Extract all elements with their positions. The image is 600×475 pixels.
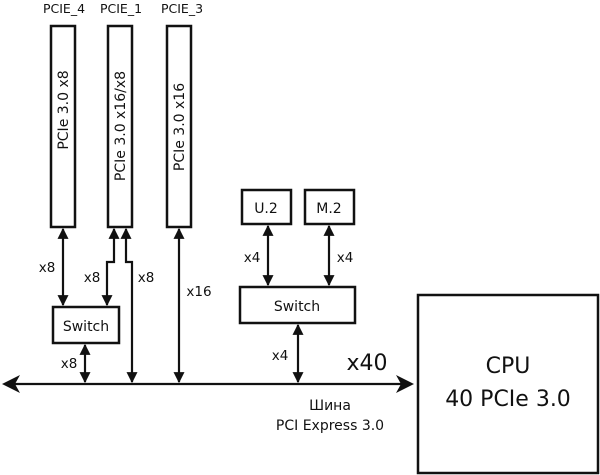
link-u2-switch-label: x4 (244, 250, 261, 266)
device-m2-label: M.2 (316, 201, 341, 217)
slot-spec-pcie1: PCIe 3.0 x16/x8 (113, 71, 129, 181)
slot-pcie3 (165, 24, 193, 229)
switch-left-label: Switch (63, 319, 109, 335)
link-pcie3-bus-label: x16 (186, 284, 211, 300)
link-m2-switch-label: x4 (337, 250, 354, 266)
bus-label-line1: Шина (309, 398, 351, 414)
link-switch-left-bus-label: x8 (61, 356, 78, 372)
switch-right (238, 285, 357, 325)
slot-label-pcie1: PCIE_1 (100, 1, 142, 16)
link-pcie1-bus-label: x8 (138, 270, 155, 286)
link-pcie1-switch (101, 227, 120, 307)
slot-label-pcie3: PCIE_3 (161, 1, 203, 16)
switch-right-label: Switch (274, 299, 320, 315)
device-u2-label: U.2 (254, 201, 278, 217)
switch-left (51, 305, 121, 345)
device-m2 (303, 188, 356, 226)
bus-total-label: x40 (346, 351, 387, 376)
device-u2 (240, 188, 293, 226)
slot-pcie4 (49, 24, 77, 229)
slot-label-pcie4: PCIE_4 (43, 1, 85, 16)
cpu-label-line2: 40 PCIe 3.0 (445, 387, 571, 412)
cpu-box (416, 293, 600, 475)
cpu-label-line1: CPU (486, 354, 531, 379)
link-pcie1-bus (120, 227, 138, 384)
link-pcie4-switch-label: x8 (39, 260, 56, 276)
bus-arrow-left-icon (2, 375, 20, 393)
slot-spec-pcie3: PCIe 3.0 x16 (172, 83, 188, 171)
bus-label-line2: PCI Express 3.0 (276, 418, 384, 434)
bus-arrow-right-icon (396, 375, 414, 393)
slot-spec-pcie4: PCIe 3.0 x8 (56, 70, 72, 149)
slot-pcie1 (106, 24, 134, 229)
link-pcie1-switch-label: x8 (84, 270, 101, 286)
link-switch-right-bus-label: x4 (272, 348, 289, 364)
